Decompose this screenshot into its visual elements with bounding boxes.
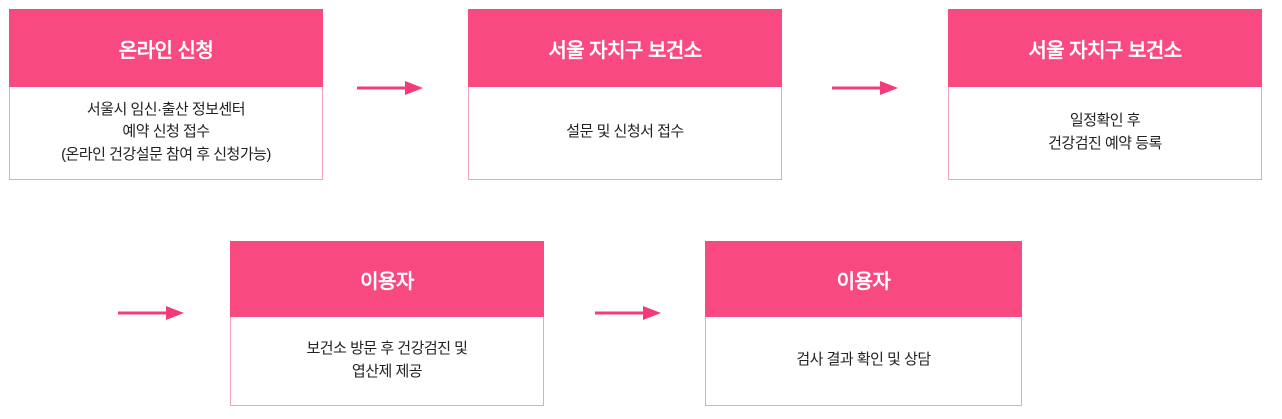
step-description: 검사 결과 확인 및 상담 <box>796 351 931 369</box>
flow-step-user-results: 이용자 검사 결과 확인 및 상담 <box>705 241 1022 406</box>
step-title: 이용자 <box>230 241 544 317</box>
step-title: 서울 자치구 보건소 <box>468 9 782 87</box>
step-description: 일정확인 후 건강검진 예약 등록 <box>1048 112 1162 152</box>
step-description: 서울시 임신·출산 정보센터 예약 신청 접수 (온라인 건강설문 참여 후 신… <box>61 100 271 163</box>
arrow-right-icon <box>118 306 184 320</box>
arrow-head <box>880 81 898 95</box>
step-title: 서울 자치구 보건소 <box>948 9 1262 87</box>
arrow-right-icon <box>357 81 423 95</box>
arrow-head <box>643 306 661 320</box>
arrow-right-icon <box>832 81 898 95</box>
arrow-head <box>405 81 423 95</box>
step-title: 온라인 신청 <box>9 9 323 87</box>
flow-step-district-health-center-reservation: 서울 자치구 보건소 일정확인 후 건강검진 예약 등록 <box>948 9 1262 180</box>
step-title: 이용자 <box>705 241 1022 317</box>
step-description: 보건소 방문 후 건강검진 및 엽산제 제공 <box>306 340 468 380</box>
arrow-head <box>166 306 184 320</box>
flow-step-district-health-center-intake: 서울 자치구 보건소 설문 및 신청서 접수 <box>468 9 782 180</box>
flow-step-online-application: 온라인 신청 서울시 임신·출산 정보센터 예약 신청 접수 (온라인 건강설문… <box>9 9 323 180</box>
flow-step-user-visit: 이용자 보건소 방문 후 건강검진 및 엽산제 제공 <box>230 241 544 406</box>
arrow-right-icon <box>595 306 661 320</box>
step-description: 설문 및 신청서 접수 <box>566 123 684 141</box>
